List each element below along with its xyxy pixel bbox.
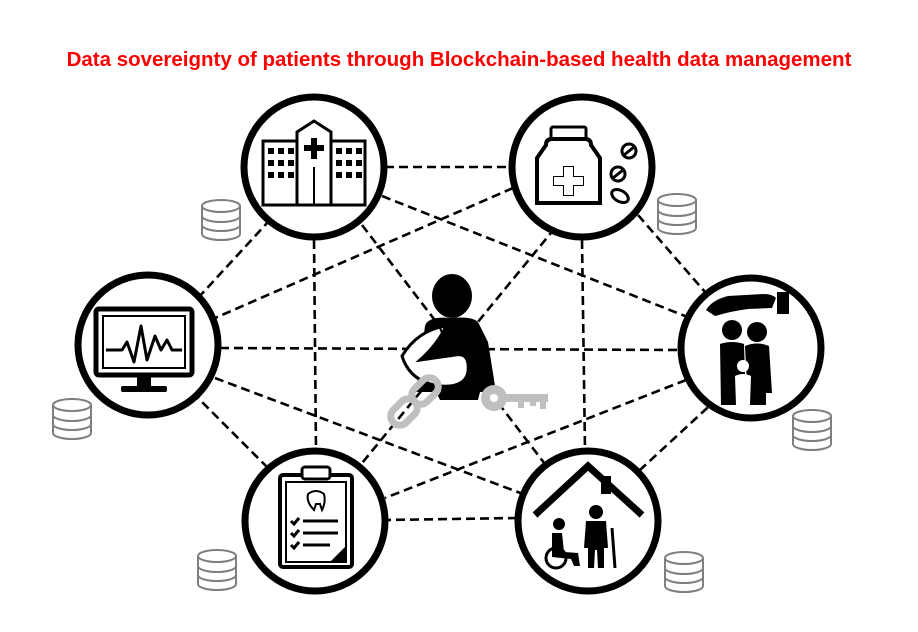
edge-pharmacy-insurance bbox=[637, 214, 713, 301]
database-stack-icon bbox=[197, 549, 237, 591]
database-stack-icon bbox=[664, 551, 704, 593]
database-stack-icon bbox=[201, 199, 241, 241]
ecg-monitor-icon bbox=[93, 306, 195, 392]
hand-protecting-family-icon bbox=[706, 292, 789, 405]
edge-hospital-carehome bbox=[360, 224, 550, 469]
medicine-bottle-pills-icon bbox=[535, 125, 638, 205]
edge-hospital-insurance bbox=[381, 194, 696, 322]
diagram-title: Data sovereignty of patients through Blo… bbox=[66, 48, 852, 71]
edge-insurance-carehome bbox=[639, 397, 719, 471]
database-stack-icon bbox=[52, 398, 92, 440]
database-stack-icon bbox=[792, 409, 832, 451]
patient-with-arm-sling-icon bbox=[400, 274, 496, 400]
edge-pharmacy-carehome bbox=[580, 239, 587, 451]
edge-dental-monitor bbox=[197, 397, 269, 469]
key-icon bbox=[481, 385, 548, 411]
clipboard-tooth-checklist-icon bbox=[278, 465, 354, 569]
edge-carehome-dental bbox=[386, 516, 518, 522]
database-stack-icon bbox=[657, 193, 697, 235]
hospital-building-icon bbox=[261, 119, 367, 207]
chain-link-icon bbox=[387, 374, 442, 429]
edge-hospital-dental bbox=[312, 239, 318, 451]
edge-monitor-hospital bbox=[197, 221, 269, 299]
house-with-elderly-people-icon bbox=[532, 461, 645, 570]
edge-pharmacy-monitor bbox=[214, 186, 514, 320]
edge-insurance-dental bbox=[384, 378, 687, 500]
edge-monitor-carehome bbox=[214, 376, 524, 496]
